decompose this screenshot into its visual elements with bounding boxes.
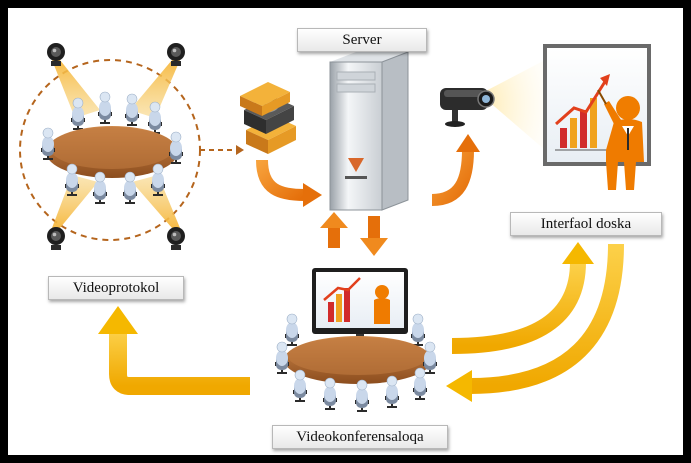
video-protocol-scene [19, 43, 201, 250]
camera-icon [167, 227, 185, 250]
interactive-board-label: Interfaol doska [510, 212, 662, 236]
whiteboard-chart-icon [543, 44, 651, 166]
arrow-server-to-projector [431, 149, 474, 206]
arrow-conference-to-board [451, 261, 586, 354]
projector-icon [440, 88, 495, 127]
arrow-conference-to-videoprotocol [109, 330, 250, 395]
arrow-drives-to-server [256, 159, 306, 201]
arrow-conference-to-server [328, 226, 340, 248]
camera-icon [47, 227, 65, 250]
camera-icon [47, 43, 65, 66]
video-conference-scene [275, 268, 437, 411]
server-tower-icon [329, 51, 409, 211]
arrow-board-to-conference [469, 243, 624, 394]
projector-beam [480, 60, 545, 150]
video-protocol-label: Videoprotokol [48, 276, 184, 300]
camera-icon [167, 43, 185, 66]
presenter-figure-icon [597, 89, 644, 190]
monitor-icon [312, 268, 408, 346]
server-label: Server [297, 28, 427, 52]
arrow-server-to-conference [368, 216, 380, 240]
video-conference-label: Videokonferensaloqa [272, 425, 448, 449]
hard-drive-icon [240, 82, 296, 154]
